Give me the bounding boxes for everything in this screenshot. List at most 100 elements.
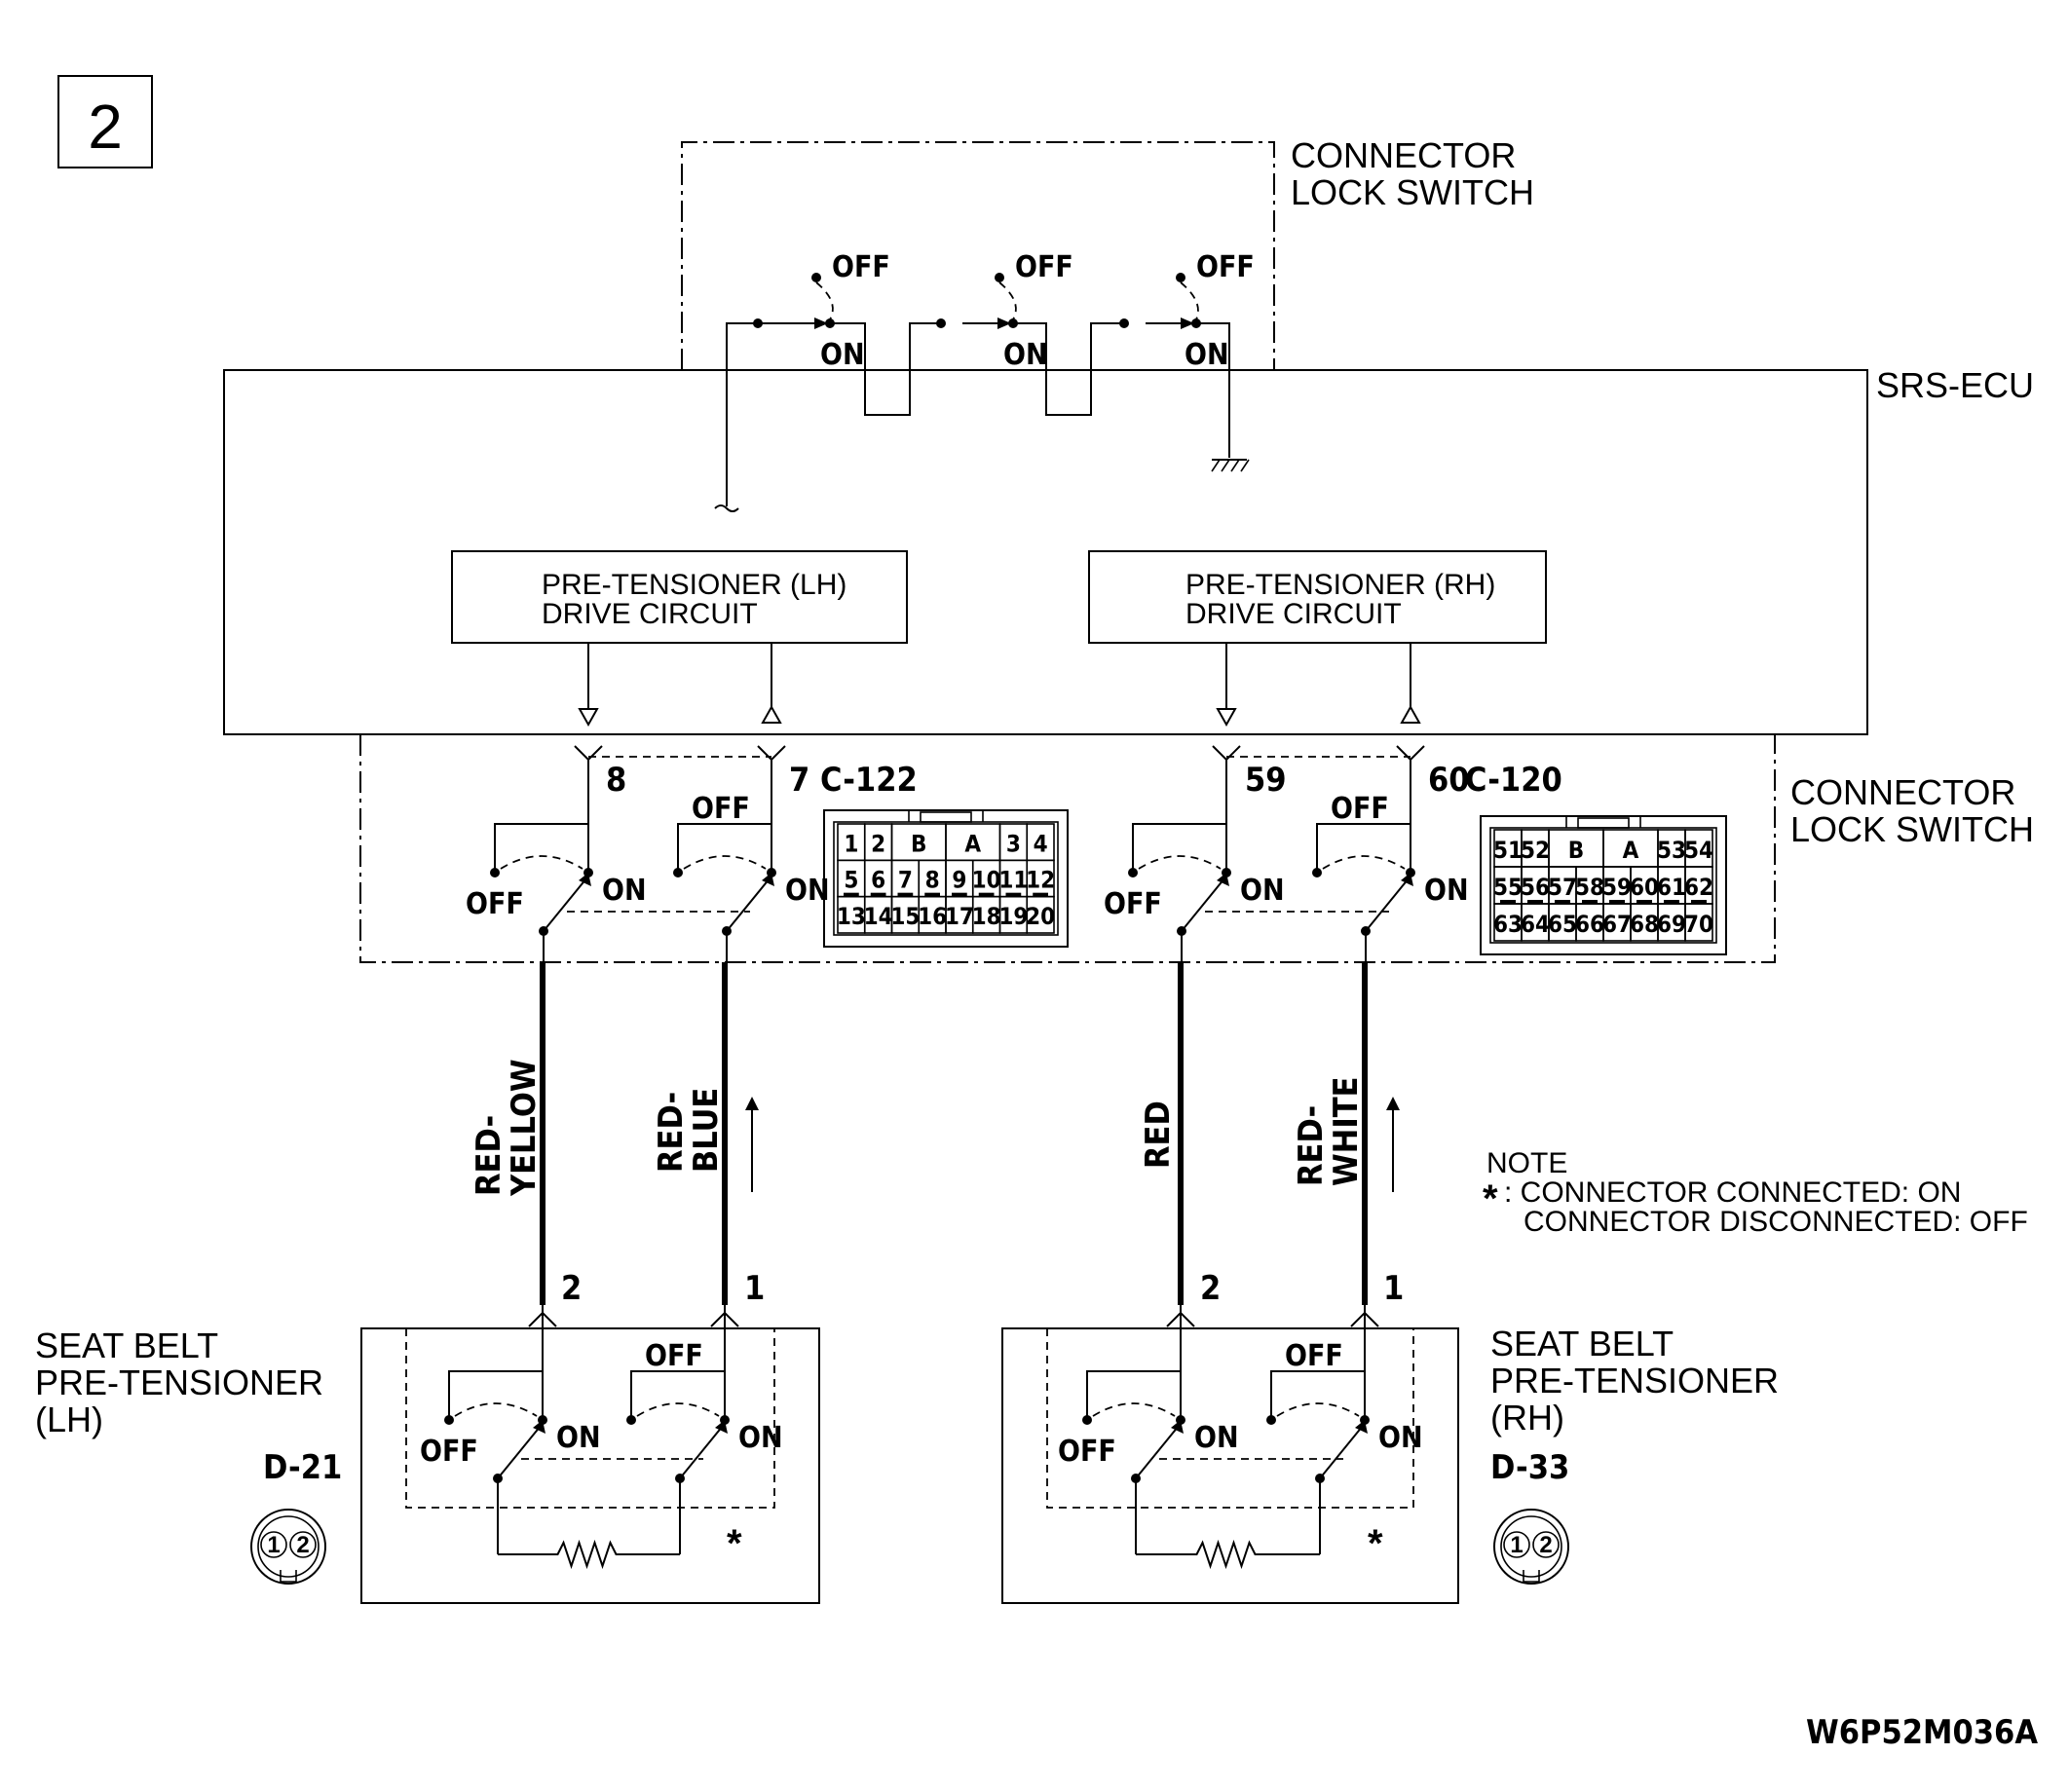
top-switch2-on: ON	[1003, 338, 1048, 372]
connector-pin-label: A	[964, 830, 981, 857]
connector-d21-face: 1 2	[250, 1509, 326, 1585]
pretensioner-lh-label-1: SEAT BELT	[35, 1325, 218, 1365]
drive-circuit-lh-line1: PRE-TENSIONER (LH)	[542, 569, 846, 601]
pt-blade-tip	[1355, 1420, 1368, 1434]
connector-pin-label: 57	[1548, 874, 1577, 901]
connector-latch	[1565, 815, 1641, 828]
connector-pin-label: 12	[1026, 867, 1055, 894]
pt-inner-dashed	[1046, 1328, 1414, 1509]
svg-text:YELLOW: YELLOW	[505, 1059, 544, 1197]
top-switch3-on: ON	[1185, 338, 1229, 372]
d33-pin2: 2	[1539, 1532, 1552, 1558]
pt-inner-dashed	[405, 1328, 775, 1509]
connector-pin-label: 16	[918, 903, 947, 930]
pt-star: *	[727, 1522, 742, 1565]
svg-text:WHITE: WHITE	[1327, 1077, 1366, 1187]
d33-pin1: 1	[1510, 1532, 1523, 1558]
connector-pin-label: B	[1568, 837, 1584, 864]
connector-pin-label: 4	[1034, 830, 1048, 857]
drive-circuit-outputs	[579, 643, 1420, 726]
mid-switch-off-label: OFF	[1331, 792, 1389, 826]
note-line2: CONNECTOR DISCONNECTED: OFF	[1524, 1206, 2028, 1238]
connector-pin-label: 18	[972, 903, 1001, 930]
svg-text:RED: RED	[1139, 1101, 1178, 1169]
connector-pin-label: 11	[998, 867, 1028, 894]
connector-pin-label: 56	[1521, 874, 1550, 901]
connector-d33-face: 1 2	[1493, 1509, 1569, 1585]
connector-key-bar	[1033, 892, 1048, 897]
connector-key-bar	[1636, 900, 1652, 904]
connector-pin-label: 17	[945, 903, 974, 930]
pt-blade	[1319, 1425, 1364, 1479]
connector-key-bar	[978, 892, 995, 897]
connector-d21-name: D-21	[263, 1448, 342, 1487]
connector-pin-label: 10	[972, 867, 1001, 894]
drive-circuit-rh-line1: PRE-TENSIONER (RH)	[1185, 569, 1495, 601]
pt-terminal-fork	[1350, 1311, 1379, 1327]
mid-switch-off-label: OFF	[1104, 887, 1162, 921]
pt-terminal-fork	[528, 1311, 557, 1327]
top-switch3-off: OFF	[1196, 250, 1255, 284]
connector-c122-name: C-122	[820, 761, 918, 800]
connector-key-bar	[1609, 900, 1625, 904]
pretensioner-lh-box	[360, 1327, 820, 1604]
pt-blade	[1135, 1425, 1180, 1479]
connector-key-bar	[1005, 892, 1022, 897]
mid-switch-off-branch	[1132, 823, 1226, 873]
pt-on-label: ON	[738, 1421, 783, 1455]
pin-8: 8	[606, 761, 626, 800]
connector-pin-label: B	[911, 830, 926, 857]
connector-pin-label: 19	[998, 903, 1028, 930]
diagram-number-box: 2	[57, 75, 153, 168]
figure-code: W6P52M036A	[1806, 1713, 2038, 1752]
connector-latch-inner	[1577, 817, 1630, 829]
pt-blade	[497, 1425, 542, 1479]
connector-pin-label: A	[1623, 837, 1639, 864]
connector-pin-label: 59	[1602, 874, 1632, 901]
connector-pin-label: 6	[871, 867, 885, 894]
connector-pin-label: 2	[871, 830, 885, 857]
connector-pin-label: 7	[898, 867, 913, 894]
svg-text:RED-: RED-	[1292, 1105, 1331, 1186]
mid-switch-on-label: ON	[602, 874, 647, 908]
mid-switch-off-label: OFF	[466, 887, 524, 921]
svg-text:BLUE: BLUE	[687, 1088, 726, 1173]
connector-key-bar	[924, 892, 940, 897]
connector-pin-label: 58	[1575, 874, 1604, 901]
svg-text:RED-: RED-	[470, 1115, 508, 1196]
connector-pin-label: 63	[1493, 911, 1523, 938]
connector-latch	[908, 809, 984, 822]
connector-pin-label: 15	[890, 903, 920, 930]
connector-pin-label: 62	[1684, 874, 1713, 901]
harness-wires	[540, 962, 1400, 1305]
d21-pin1: 1	[267, 1532, 280, 1558]
wire-red-yellow-label: RED- YELLOW	[470, 1059, 544, 1197]
drive-circuit-lh-line2: DRIVE CIRCUIT	[542, 598, 758, 630]
connector-pin-label: 53	[1657, 837, 1686, 864]
note-star: *	[1483, 1177, 1498, 1220]
mid-switch-blade	[726, 877, 771, 932]
pt-off-branch	[630, 1370, 725, 1420]
mid-lock-switch-housing	[359, 734, 1776, 963]
top-lock-switch-label-2: LOCK SWITCH	[1291, 172, 1534, 212]
connector-pin-label: 14	[864, 903, 893, 930]
rh-pin-1: 1	[1383, 1269, 1404, 1308]
mid-switch-blade	[1181, 877, 1225, 932]
pt-blade-tip	[1171, 1420, 1184, 1434]
connector-pin-label: 52	[1521, 837, 1550, 864]
pretensioner-rh-label-3: (RH)	[1490, 1398, 1564, 1437]
pin-7: 7	[789, 761, 809, 800]
connector-pin-label: 67	[1602, 911, 1632, 938]
pretensioner-lh-label-2: PRE-TENSIONER	[35, 1363, 323, 1402]
connector-c120-name: C-120	[1465, 761, 1562, 800]
diagram-number: 2	[88, 92, 123, 162]
drive-circuit-rh-box	[1088, 550, 1547, 644]
connector-key-bar	[1555, 900, 1570, 904]
pt-off-label: OFF	[420, 1435, 478, 1469]
note-line1: : CONNECTOR CONNECTED: ON	[1504, 1176, 1961, 1209]
mid-lock-switch-label-1: CONNECTOR	[1790, 772, 2015, 812]
